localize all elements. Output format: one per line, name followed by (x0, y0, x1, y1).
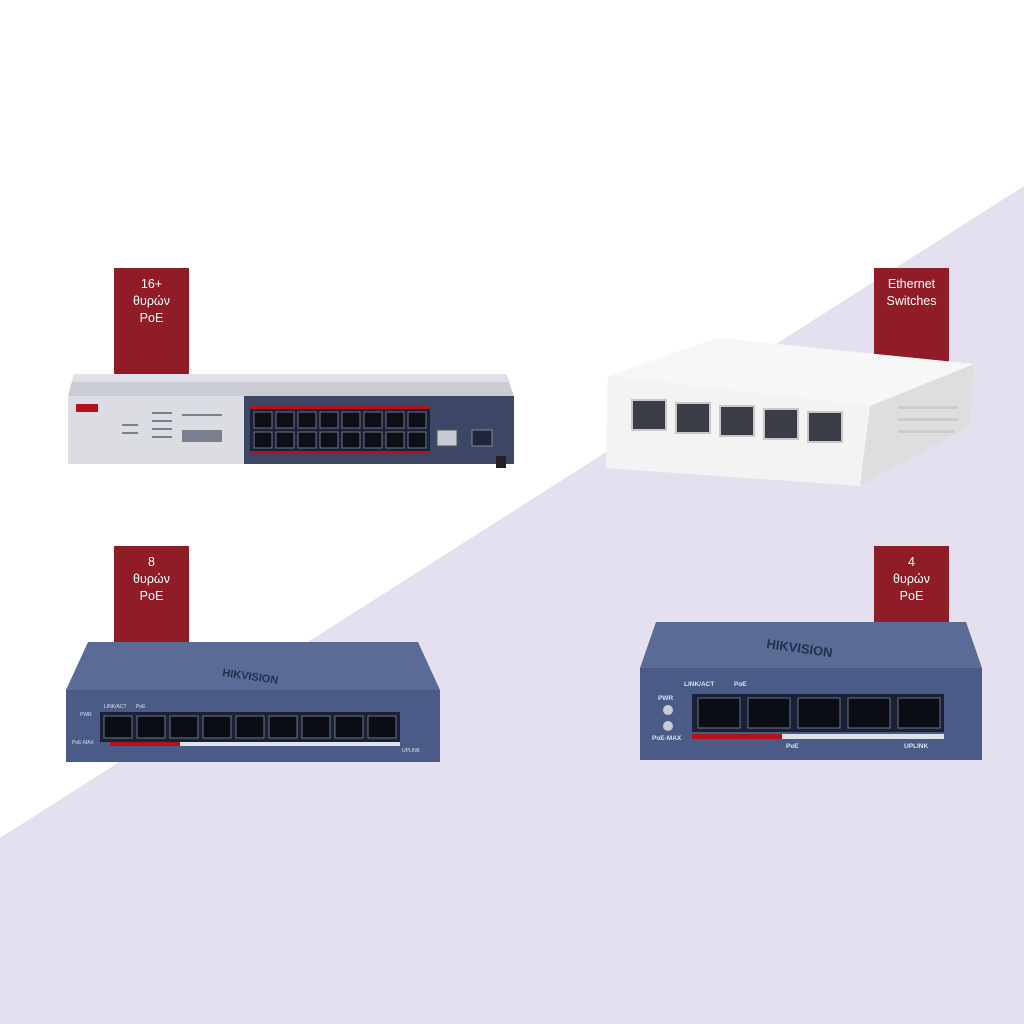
uplink-label: UPLINK (904, 743, 929, 750)
tag-16-port-poe: 16+ θυρών PoE (114, 268, 189, 374)
hikvision-4-port-poe-switch-image: HIKVISION LINK/ACT PoE PWR PoE-MAX PoE U… (636, 618, 986, 768)
tag-line: 8 (148, 555, 155, 569)
ethernet-port (407, 411, 427, 429)
link-act-label: LINK/ACT (104, 704, 127, 710)
pwr-label: PWR (80, 712, 92, 718)
uplink-port (367, 715, 397, 739)
ethernet-port (301, 715, 331, 739)
ethernet-port (202, 715, 232, 739)
ethernet-port (341, 431, 361, 449)
poe-group-label: PoE (786, 743, 799, 750)
ethernet-port (631, 399, 667, 431)
hikvision-8-port-poe-switch-image: HIKVISION LINK/ACT PoE PWR PoE-MAX UPLIN… (62, 636, 446, 766)
ethernet-port (385, 411, 405, 429)
white-5-port-ethernet-switch-image (598, 336, 978, 508)
ethernet-port (363, 431, 383, 449)
poe-label: PoE (734, 681, 747, 688)
ethernet-port (697, 697, 741, 729)
ethernet-port (797, 697, 841, 729)
ethernet-port (253, 431, 273, 449)
tag-line: Ethernet (887, 277, 936, 291)
ethernet-port (847, 697, 891, 729)
ethernet-port (136, 715, 166, 739)
ethernet-port (319, 411, 339, 429)
link-act-label: LINK/ACT (684, 681, 714, 688)
tag-line: 4 (908, 555, 915, 569)
poe-max-label: PoE-MAX (72, 740, 95, 746)
ethernet-port (385, 431, 405, 449)
tag-line: PoE (139, 589, 164, 603)
ethernet-port (268, 715, 298, 739)
ethernet-port (763, 408, 799, 440)
uplink-port (897, 697, 941, 729)
uplink-label: UPLINK (402, 748, 421, 754)
ethernet-port (297, 431, 317, 449)
ethernet-port (334, 715, 364, 739)
poe-label: PoE (136, 704, 146, 710)
ethernet-port (807, 411, 843, 443)
tag-4-port-poe: 4 θυρών PoE (874, 546, 949, 626)
ethernet-port (675, 402, 711, 434)
tag-line: PoE (139, 311, 164, 325)
tag-ethernet-switches: Ethernet Switches (874, 268, 949, 363)
tag-line: θυρών (893, 572, 930, 586)
ethernet-port (719, 405, 755, 437)
ethernet-port (169, 715, 199, 739)
tag-line: PoE (899, 589, 924, 603)
tag-line: Switches (886, 294, 937, 308)
ethernet-port (297, 411, 317, 429)
tag-line: θυρών (133, 572, 170, 586)
tag-line: 16+ (140, 277, 163, 291)
pwr-label: PWR (658, 695, 673, 702)
hikvision-16-port-poe-switch-image (62, 368, 518, 478)
tag-8-port-poe: 8 θυρών PoE (114, 546, 189, 652)
ethernet-port (341, 411, 361, 429)
ethernet-port (319, 431, 339, 449)
tag-line: θυρών (133, 294, 170, 308)
ethernet-port (407, 431, 427, 449)
ethernet-port (235, 715, 265, 739)
ethernet-port (363, 411, 383, 429)
poe-max-label: PoE-MAX (652, 735, 682, 742)
ethernet-port (747, 697, 791, 729)
ethernet-port (275, 411, 295, 429)
ethernet-port (253, 411, 273, 429)
ethernet-port (275, 431, 295, 449)
ethernet-port (103, 715, 133, 739)
